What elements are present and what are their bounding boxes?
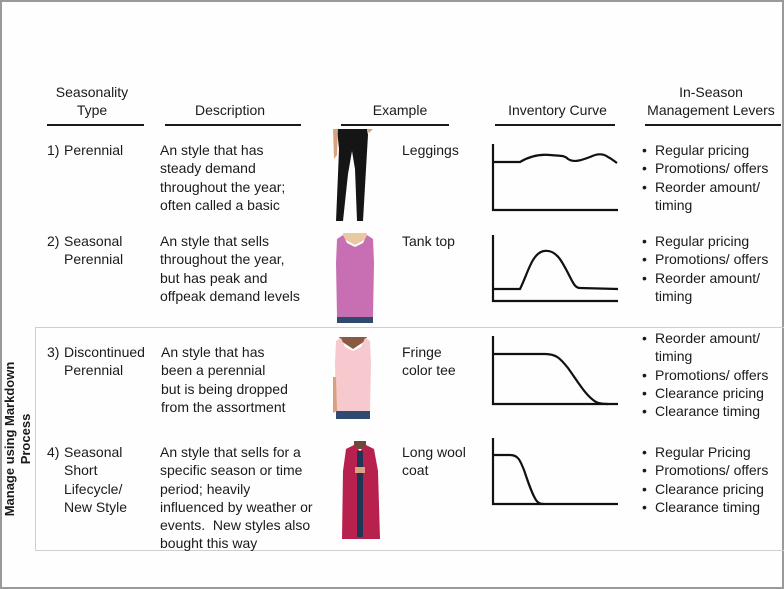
leggings-photo — [333, 129, 373, 221]
row-3-type: 3)Discontinued Perennial — [47, 343, 145, 380]
row-2-levers: Regular pricing Promotions/ offers Reord… — [640, 232, 768, 305]
type-label: Seasonal Short Lifecycle/ New Style — [64, 444, 128, 515]
header-inventory-curve: Inventory Curve — [508, 102, 607, 118]
header-rule-example — [341, 124, 449, 126]
row-3-description: An style that has been a perennial but i… — [161, 344, 288, 415]
lever-item: Reorder amount/ timing — [640, 269, 768, 306]
lever-item: Promotions/ offers — [640, 159, 768, 178]
lever-item: Regular pricing — [640, 141, 768, 160]
row-1-description: An style that has steady demand througho… — [160, 142, 286, 213]
header-description: Description — [194, 102, 266, 118]
lever-item: Promotions/ offers — [640, 366, 768, 385]
row-number: 3) — [47, 344, 60, 360]
tank-top-photo — [336, 233, 374, 323]
row-4-type: 4)Seasonal Short Lifecycle/ New Style — [47, 443, 127, 516]
header-rule-levers — [645, 124, 781, 126]
row-4-example: Long wool coat — [402, 444, 466, 479]
header-seasonality-type: Seasonality Type — [55, 84, 129, 118]
row-1-type: 1)Perennial — [47, 141, 123, 159]
inventory-curve-steep-decline — [491, 438, 618, 506]
row-number: 1) — [47, 142, 60, 158]
row-number: 2) — [47, 233, 60, 249]
markdown-process-label: Manage using Markdown Process — [2, 361, 33, 517]
type-label: Discontinued Perennial — [64, 344, 145, 379]
fringe-tee-photo — [333, 337, 371, 419]
long-wool-coat-photo — [342, 441, 380, 539]
row-3-levers: Reorder amount/ timing Promotions/ offer… — [640, 329, 768, 421]
type-label: Seasonal Perennial — [64, 233, 124, 268]
row-1-levers: Regular pricing Promotions/ offers Reord… — [640, 141, 768, 214]
lever-item: Clearance pricing — [640, 480, 768, 499]
header-management-levers: In-Season Management Levers — [647, 84, 775, 118]
row-2-example: Tank top — [402, 233, 455, 249]
lever-item: Reorder amount/ timing — [640, 178, 768, 215]
header-rule-curve — [495, 124, 615, 126]
inventory-curve-gradual-decline — [491, 336, 618, 406]
type-label: Perennial — [64, 142, 124, 158]
lever-item: Clearance timing — [640, 498, 768, 517]
inventory-curve-flat — [491, 144, 618, 212]
markdown-process-group — [35, 327, 784, 551]
row-2-description: An style that sells throughout the year,… — [160, 233, 300, 304]
row-4-levers: Regular Pricing Promotions/ offers Clear… — [640, 443, 768, 516]
lever-item: Promotions/ offers — [640, 461, 768, 480]
row-1-example: Leggings — [402, 142, 459, 158]
header-rule-type — [47, 124, 144, 126]
row-4-description: An style that sells for a specific seaso… — [160, 444, 313, 552]
header-example: Example — [372, 102, 428, 118]
lever-item: Regular Pricing — [640, 443, 768, 462]
row-2-type: 2)Seasonal Perennial — [47, 232, 123, 269]
header-rule-description — [165, 124, 301, 126]
inventory-curve-peak — [491, 235, 619, 303]
row-3-example: Fringe color tee — [402, 344, 456, 379]
lever-item: Reorder amount/ timing — [640, 329, 768, 366]
lever-item: Regular pricing — [640, 232, 768, 251]
lever-item: Clearance pricing — [640, 384, 768, 403]
row-number: 4) — [47, 444, 60, 460]
lever-item: Clearance timing — [640, 402, 768, 421]
lever-item: Promotions/ offers — [640, 250, 768, 269]
